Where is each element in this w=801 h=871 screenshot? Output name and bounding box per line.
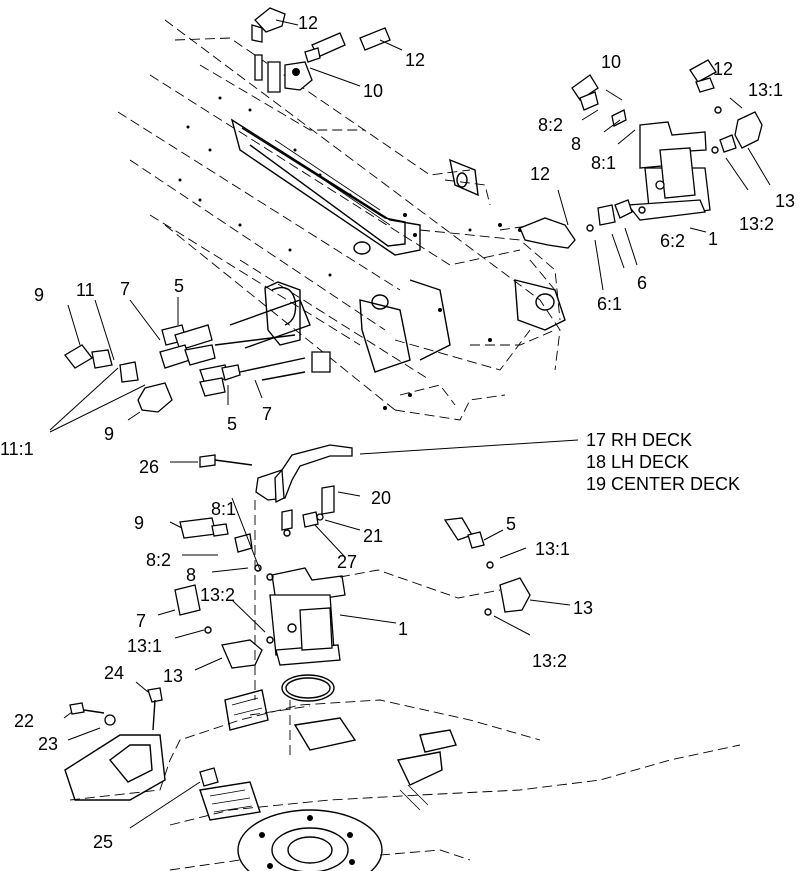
callout: 1 xyxy=(708,229,719,249)
callout: 13:1 xyxy=(535,539,571,559)
callout: 5 xyxy=(506,514,517,534)
right-valve-upper xyxy=(519,59,771,291)
callout: 13:2 xyxy=(739,214,775,234)
callout: 24 xyxy=(104,663,125,683)
callout: 20 xyxy=(371,488,392,508)
callout: 8:2 xyxy=(538,115,564,135)
callout: 6 xyxy=(637,273,648,293)
callout: 8:2 xyxy=(146,550,172,570)
callout: 9 xyxy=(104,424,115,444)
callout: 21 xyxy=(363,526,384,546)
deck-label-rh: 17 RH DECK xyxy=(586,430,693,450)
callout: 13 xyxy=(573,598,594,618)
callout: 23 xyxy=(38,734,59,754)
callout: 6:2 xyxy=(660,231,686,251)
callout: 26 xyxy=(139,457,160,477)
callout: 12 xyxy=(298,13,319,33)
callout: 11:1 xyxy=(0,439,34,459)
callout: 13:1 xyxy=(127,636,163,656)
callout: 8:1 xyxy=(211,499,237,519)
callout: 13:1 xyxy=(748,80,784,100)
callout: 1 xyxy=(398,619,409,639)
callout: 7 xyxy=(262,404,273,424)
callout: 12 xyxy=(530,164,551,184)
callout: 7 xyxy=(136,611,147,631)
callout: 13 xyxy=(775,191,796,211)
callout: 8:1 xyxy=(591,153,617,173)
deck-leader xyxy=(359,439,579,455)
callout: 6:1 xyxy=(597,294,623,314)
callout: 25 xyxy=(93,832,114,852)
callout: 9 xyxy=(34,285,45,305)
deck-label-center: 19 CENTER DECK xyxy=(586,474,741,494)
callout: 13:2 xyxy=(200,585,236,605)
callout: 10 xyxy=(363,81,384,101)
callout: 11 xyxy=(76,280,95,300)
callout: 10 xyxy=(601,52,622,72)
deck-label-lh: 18 LH DECK xyxy=(586,452,690,472)
callout: 13 xyxy=(163,666,184,686)
callout: 12 xyxy=(405,50,426,70)
callout: 7 xyxy=(120,279,131,299)
callout: 12 xyxy=(713,59,734,79)
top-fittings xyxy=(251,7,403,93)
callout: 13:2 xyxy=(532,651,568,671)
callout: 22 xyxy=(14,711,35,731)
callout: 5 xyxy=(174,276,185,296)
callout: 27 xyxy=(337,552,358,572)
callout: 8 xyxy=(571,134,582,154)
callout: 8 xyxy=(186,565,197,585)
callout: 9 xyxy=(134,513,145,533)
upper-frame xyxy=(117,19,566,421)
left-fittings xyxy=(49,297,331,433)
callout: 5 xyxy=(227,414,238,434)
lower-assembly xyxy=(63,444,741,871)
